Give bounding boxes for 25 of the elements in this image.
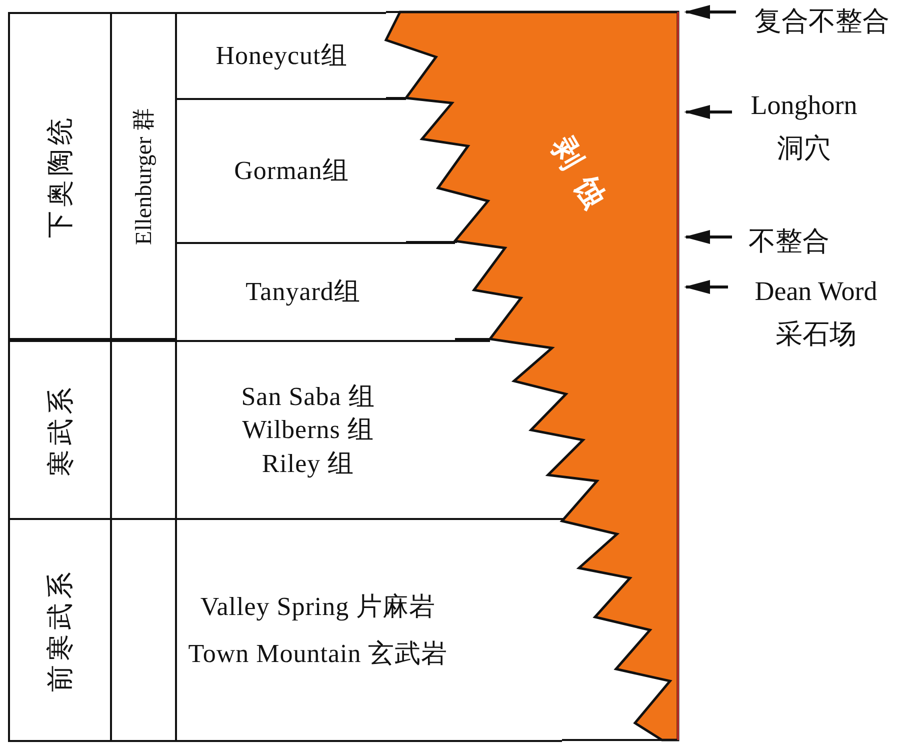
formation-label: Gorman组 bbox=[234, 155, 349, 188]
stratum-label: 寒武系 bbox=[44, 384, 77, 476]
formation-label: Valley Spring 片麻岩 bbox=[200, 590, 436, 623]
arrow bbox=[684, 5, 736, 19]
annotation-label: 不整合 bbox=[734, 220, 844, 260]
annotation-label: Longhorn 洞穴 bbox=[734, 84, 874, 170]
formation-label: Town Mountain 玄武岩 bbox=[188, 638, 448, 670]
annotation-label: Dean Word 采石场 bbox=[730, 270, 902, 356]
arrow bbox=[684, 230, 732, 244]
table-cell bbox=[8, 340, 112, 520]
arrow bbox=[684, 280, 728, 294]
formation-label: San Saba 组 bbox=[241, 381, 375, 414]
table-cell bbox=[110, 12, 177, 340]
table-cell bbox=[8, 518, 112, 742]
formation-label: Honeycut组 bbox=[216, 40, 348, 72]
formation-label: Riley 组 bbox=[262, 448, 354, 480]
stratum-label: 前寒武系 bbox=[44, 568, 77, 692]
stratum-label: Ellenburger 群 bbox=[130, 108, 157, 244]
table-cell bbox=[8, 12, 112, 340]
arrow bbox=[684, 105, 732, 119]
erosion-label: 剥蚀 bbox=[542, 130, 622, 230]
annotation-label: 复合不整合 bbox=[738, 0, 906, 36]
formation-label: Tanyard组 bbox=[246, 276, 360, 308]
stratum-label: 下奥陶统 bbox=[44, 114, 77, 238]
formation-label: Wilberns 组 bbox=[242, 414, 374, 446]
